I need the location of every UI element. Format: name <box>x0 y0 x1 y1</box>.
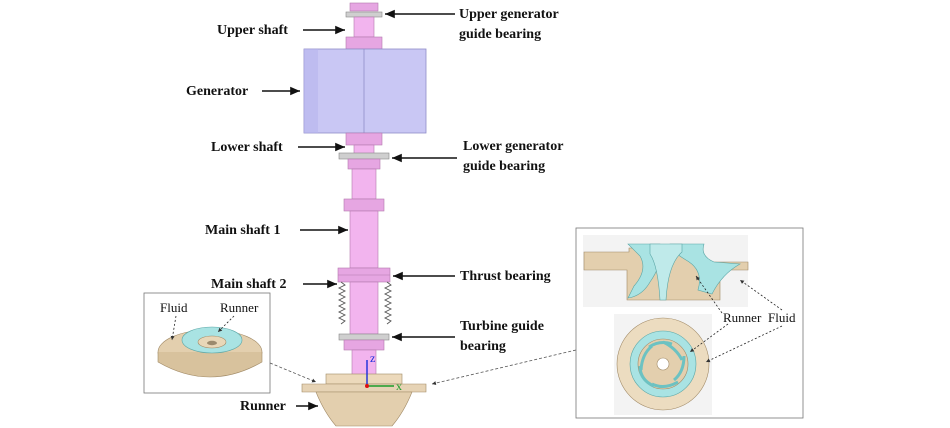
lower-shaft-flange <box>345 132 383 146</box>
right-inset: Runner Fluid <box>575 227 804 419</box>
thrust-spring-right <box>383 281 393 325</box>
upper-shaft-top-collar <box>349 2 379 12</box>
main-shaft-1 <box>351 168 377 200</box>
generator-shade <box>304 49 318 133</box>
left-inset-fluid-side <box>157 352 263 378</box>
runner-crown <box>325 373 403 385</box>
axis-z-label: z <box>370 351 375 365</box>
generator-label: Generator <box>186 84 248 99</box>
right-inset-topview-blades <box>638 340 686 389</box>
main-shaft-1-label: Main shaft 1 <box>205 223 280 238</box>
left-inset-fluid-label: Fluid <box>160 300 188 315</box>
turbine-shaft-end <box>351 349 377 377</box>
upper-shaft <box>353 16 375 38</box>
main-shaft-2 <box>349 281 379 335</box>
runner-label: Runner <box>240 399 286 414</box>
connector-left-inset <box>269 362 317 383</box>
connector-right-inset <box>431 349 577 386</box>
upper-shaft-label: Upper shaft <box>217 23 288 38</box>
right-inset-topview-hole <box>656 357 670 371</box>
turbine-bearing-label-2: bearing <box>460 339 506 354</box>
turbine-bearing-label-1: Turbine guide <box>460 319 544 334</box>
axis-x-label: x <box>396 379 402 393</box>
lower-shaft-label: Lower shaft <box>211 140 283 155</box>
right-inset-runner-pointer-1 <box>695 275 723 314</box>
upper-shaft-flange <box>345 36 383 50</box>
left-inset-hole <box>207 340 217 346</box>
axis-origin <box>365 384 369 388</box>
turbine-bearing-collar <box>343 339 385 351</box>
lower-bearing-label-2: guide bearing <box>463 159 545 174</box>
left-inset-runner-label: Runner <box>220 300 259 315</box>
right-inset-fluid-pointer-1 <box>739 279 783 311</box>
main-shaft-1-lower <box>349 210 379 269</box>
runner-body <box>315 391 413 427</box>
right-inset-section-hub <box>649 243 683 301</box>
lower-bearing-label-1: Lower generator <box>463 139 563 154</box>
upper-bearing-ring <box>345 11 383 18</box>
turbine-bearing-ring <box>338 333 390 341</box>
upper-bearing-label-2: guide bearing <box>459 27 541 42</box>
main-shaft-2-label: Main shaft 2 <box>211 277 286 292</box>
left-labels: Upper shaft Generator Lower shaft Main s… <box>186 23 348 414</box>
generator <box>303 48 427 134</box>
thrust-spring-left <box>337 281 347 325</box>
right-inset-runner-label: Runner <box>723 310 762 325</box>
runner-disc <box>301 383 427 393</box>
right-inset-fluid-label: Fluid <box>768 310 796 325</box>
right-labels: Upper generator guide bearing Lower gene… <box>385 7 563 354</box>
shaft-assembly: z x <box>301 2 427 427</box>
left-inset: Fluid Runner <box>143 292 271 394</box>
left-inset-fluid-pointer <box>170 315 177 341</box>
upper-bearing-label-1: Upper generator <box>459 7 559 22</box>
right-inset-section-blade-right <box>669 243 742 295</box>
main-shaft-1-flange <box>343 198 385 212</box>
lower-shaft-collar <box>347 158 381 170</box>
thrust-bearing-label: Thrust bearing <box>460 269 551 284</box>
lower-bearing-ring <box>338 152 390 160</box>
